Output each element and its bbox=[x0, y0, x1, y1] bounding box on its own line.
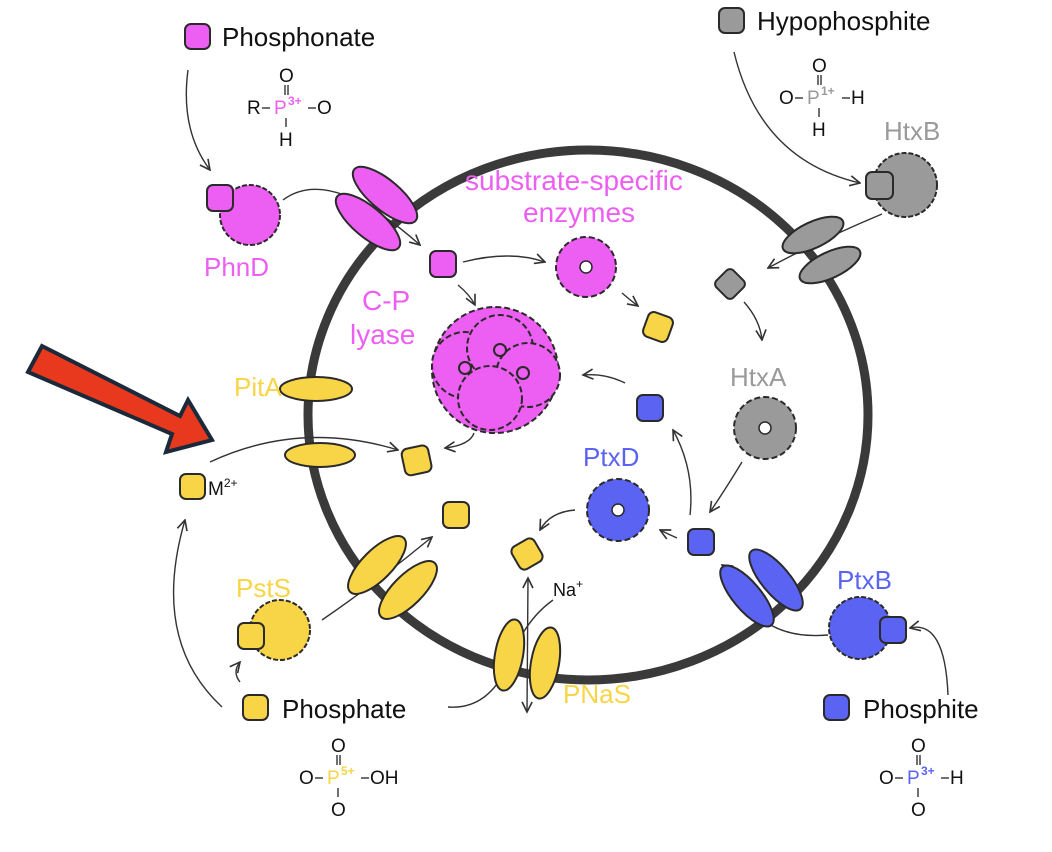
cell-membrane bbox=[303, 145, 873, 685]
phosphonate-molecule bbox=[429, 250, 457, 278]
substrate-specific-enzyme-gear bbox=[555, 236, 617, 298]
psts-protein bbox=[237, 599, 311, 661]
transporter-pnas bbox=[492, 618, 562, 700]
svg-text:O: O bbox=[779, 88, 794, 109]
ptxd-gear bbox=[586, 478, 650, 542]
metal-ion-label: M2+ bbox=[208, 476, 238, 500]
svg-text:H: H bbox=[279, 130, 293, 151]
phosphate-molecule bbox=[400, 444, 433, 477]
svg-text:R: R bbox=[247, 98, 261, 119]
phosphonate-label: Phosphonate bbox=[222, 22, 375, 52]
cp-lyase-label-line2: lyase bbox=[350, 319, 415, 350]
svg-text:O: O bbox=[879, 768, 894, 789]
svg-text:P: P bbox=[807, 88, 820, 109]
phnd-label: PhnD bbox=[204, 252, 269, 282]
svg-text:1+: 1+ bbox=[821, 84, 835, 98]
transporter-hypophosphite bbox=[781, 215, 862, 285]
transporter-pita bbox=[279, 376, 356, 468]
phosphonate-formula: O R P 3+ O H bbox=[247, 66, 332, 151]
metal-phosphate-molecule bbox=[179, 473, 206, 500]
phosphite-molecule bbox=[636, 394, 664, 422]
pita-label: PitA bbox=[234, 372, 282, 402]
htxb-label: HtxB bbox=[884, 116, 940, 146]
phosphite-swatch bbox=[823, 694, 850, 721]
sodium-ion-label: Na+ bbox=[553, 577, 583, 600]
svg-text:O: O bbox=[911, 736, 926, 757]
ptxb-label: PtxB bbox=[837, 565, 892, 595]
phosphate-molecule bbox=[642, 311, 674, 343]
htxa-gear bbox=[733, 396, 797, 460]
svg-text:P: P bbox=[274, 98, 287, 119]
htxb-protein bbox=[865, 152, 938, 218]
cp-lyase-complex bbox=[431, 306, 561, 434]
svg-text:P: P bbox=[907, 768, 920, 789]
svg-text:O: O bbox=[911, 800, 926, 821]
svg-text:O: O bbox=[279, 66, 294, 87]
phosphate-formula: O O P 5+ OH O bbox=[299, 736, 399, 821]
svg-text:P: P bbox=[327, 768, 340, 789]
transporter-phosphite bbox=[719, 548, 804, 628]
ptxd-label: PtxD bbox=[583, 442, 639, 472]
svg-text:5+: 5+ bbox=[341, 764, 355, 778]
svg-text:3+: 3+ bbox=[921, 764, 935, 778]
phosphonate-swatch bbox=[184, 23, 211, 50]
transporter-psts bbox=[347, 535, 438, 620]
svg-text:O: O bbox=[317, 98, 332, 119]
svg-text:O: O bbox=[299, 768, 314, 789]
substrate-enzymes-label-line1: substrate-specific bbox=[465, 165, 683, 196]
hypophosphite-molecule bbox=[714, 268, 746, 300]
phosphite-label: Phosphite bbox=[863, 694, 979, 724]
ptxb-protein bbox=[828, 596, 907, 660]
highlight-arrow bbox=[25, 343, 216, 455]
phosphite-molecule bbox=[687, 528, 715, 556]
phosphate-swatch bbox=[242, 694, 269, 721]
pnas-label: PNaS bbox=[563, 679, 631, 709]
substrate-enzymes-label-line2: enzymes bbox=[523, 197, 635, 228]
phosphate-molecule bbox=[442, 501, 470, 529]
svg-text:H: H bbox=[812, 120, 826, 141]
phosphate-molecule bbox=[510, 537, 544, 571]
svg-text:H: H bbox=[950, 768, 964, 789]
hypophosphite-formula: O O P 1+ H H bbox=[779, 56, 865, 141]
svg-text:H: H bbox=[851, 88, 865, 109]
svg-text:OH: OH bbox=[370, 768, 399, 789]
molecule-squares bbox=[179, 250, 746, 571]
svg-text:3+: 3+ bbox=[288, 94, 302, 108]
transporter-phosphonate bbox=[334, 165, 419, 252]
svg-text:O: O bbox=[812, 56, 827, 77]
htxa-label: HtxA bbox=[730, 362, 787, 392]
phosphite-formula: O O P 3+ H O bbox=[879, 736, 964, 821]
svg-text:O: O bbox=[331, 736, 346, 757]
phosphate-label: Phosphate bbox=[282, 694, 406, 724]
svg-text:O: O bbox=[331, 800, 346, 821]
cp-lyase-label-line1: C-P bbox=[362, 285, 410, 316]
hypophosphite-swatch bbox=[718, 7, 745, 34]
phnd-protein bbox=[206, 184, 281, 246]
hypophosphite-label: Hypophosphite bbox=[757, 6, 930, 36]
psts-label: PstS bbox=[236, 573, 291, 603]
